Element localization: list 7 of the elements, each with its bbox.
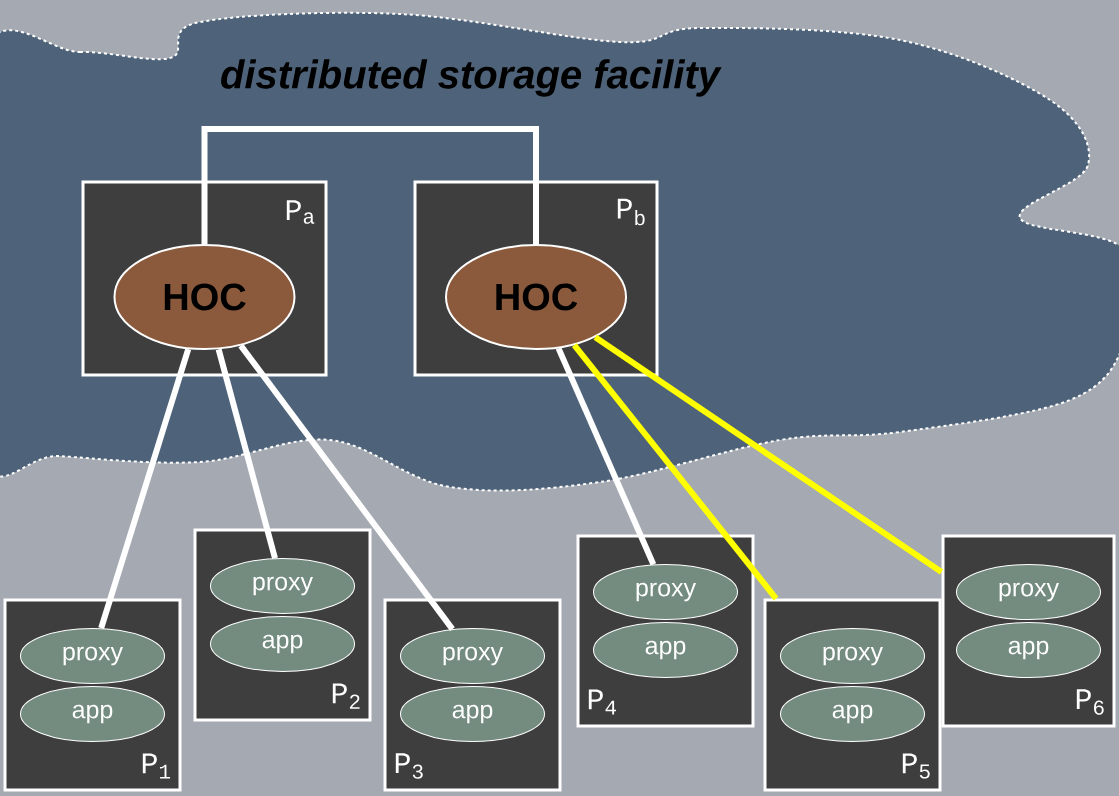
connector-line <box>215 348 278 559</box>
connector-line <box>571 343 779 601</box>
connector-line <box>593 334 944 575</box>
connector-line <box>201 126 539 244</box>
connector-line <box>238 343 455 631</box>
connector-line <box>98 348 192 630</box>
connector-line <box>555 347 657 566</box>
